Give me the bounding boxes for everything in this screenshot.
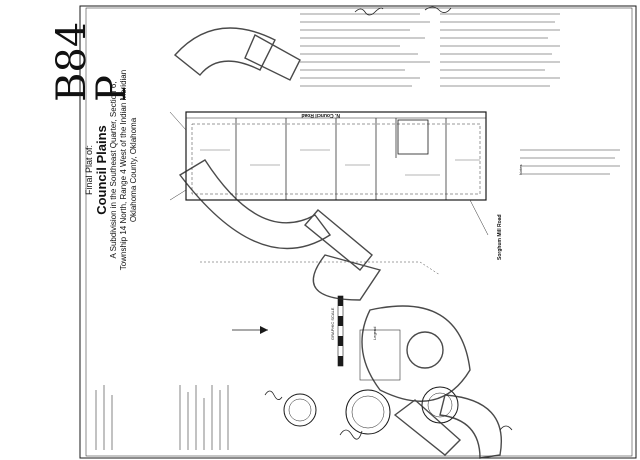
engineer-seal-inner [351, 395, 385, 429]
lot-detail-box [397, 119, 429, 155]
dedication-text-lines [95, 385, 229, 450]
sheet-border [79, 5, 637, 459]
certificate-blocks [300, 13, 620, 175]
north-arrow-icon [232, 326, 268, 334]
street-label-council-road: N. Council Road [301, 112, 340, 118]
signature-bottom-3 [499, 425, 513, 431]
leader-line-2 [169, 189, 187, 201]
leader-line-1 [169, 111, 187, 131]
graphic-scale-label: GRAPHIC SCALE [330, 307, 335, 340]
legend-label: Legend [372, 326, 377, 340]
signature-top-1 [354, 7, 384, 16]
graphic-scale-bar [337, 295, 344, 367]
dashed-boundary-extension [200, 261, 441, 276]
lot-lines [235, 118, 447, 200]
plat-title-block: Final Plat of: Council Plains A Subdivis… [84, 20, 139, 320]
sheet-inner-border [85, 7, 633, 457]
street-label-sorghum-mill-road: Sorghum Mill Road [497, 214, 503, 260]
copy-watermark [173, 27, 502, 459]
title-prefix: Final Plat of: [84, 144, 94, 196]
title-line-4: Township 14 North, Range 4 West of the I… [119, 69, 128, 271]
signature-bottom-1 [264, 390, 283, 400]
dimension-marks [200, 149, 480, 176]
notary-seal-1 [283, 393, 317, 427]
signature-top-2 [424, 6, 452, 13]
notary-seal-1-inner [288, 398, 312, 422]
leader-line-3 [469, 199, 489, 236]
subdivision-name: Council Plains [94, 125, 109, 215]
signature-bottom-2 [339, 429, 363, 440]
legend-box [359, 329, 401, 381]
title-line-3: A Subdivision in the Southeast Quarter, … [109, 81, 118, 259]
title-line-5: Oklahoma County, Oklahoma [129, 117, 138, 223]
notes-label: Notes [518, 164, 523, 175]
surveyor-seal-inner [427, 392, 453, 418]
building-setback [191, 123, 481, 195]
engineer-seal [345, 389, 391, 435]
